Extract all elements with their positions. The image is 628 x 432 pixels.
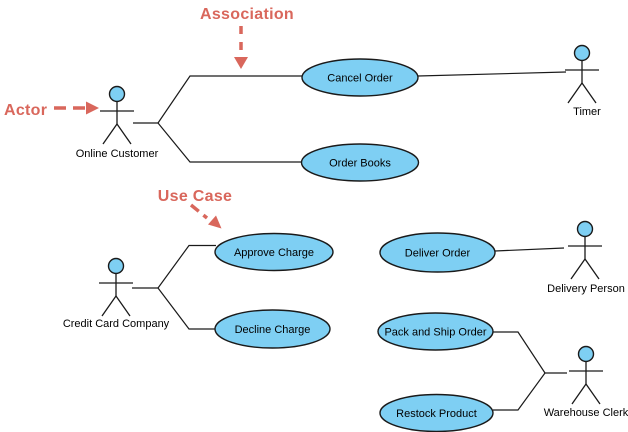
annotation-actor-label: Actor <box>4 102 47 119</box>
use-case-label: Restock Product <box>396 408 477 420</box>
association-cancel-order-timer <box>417 71 567 77</box>
annotation-association: Association <box>200 6 294 69</box>
use-case-restock-product: Restock Product <box>379 393 494 432</box>
annotation-actor: Actor <box>4 101 99 119</box>
association-credit-card-company-approve-charge <box>157 244 216 289</box>
association-lines <box>132 71 567 411</box>
actor-head <box>576 220 594 238</box>
association-credit-card-company-decline-charge <box>157 287 216 330</box>
use-case-ellipse <box>300 143 420 182</box>
actor-label: Warehouse Clerk <box>544 407 628 419</box>
actor-legs <box>102 122 132 145</box>
use-case-cancel-order: Cancel Order <box>301 58 419 97</box>
association-online-customer-order-books <box>157 122 302 163</box>
use-case-label: Approve Charge <box>234 247 314 259</box>
actor-timer: Timer <box>565 44 601 118</box>
association-online-customer-cancel-order <box>157 75 302 124</box>
use-case-label: Order Books <box>329 158 391 170</box>
actor-legs <box>101 294 131 317</box>
annotation-actor-arrowhead <box>86 101 99 115</box>
use-case-approve-charge: Approve Charge <box>214 232 334 272</box>
actor-label: Online Customer <box>76 148 159 160</box>
annotation-association-label: Association <box>200 6 294 23</box>
use-case-label: Pack and Ship Order <box>384 327 486 339</box>
actor-credit-card-company: Credit Card Company <box>63 257 170 330</box>
actor-head <box>573 44 591 62</box>
association-pack-and-ship-order-warehouse-clerk <box>493 331 567 374</box>
use-case-order-books: Order Books <box>300 143 420 182</box>
use-case-ellipse <box>214 232 334 272</box>
actor-legs <box>571 382 601 405</box>
actor-head <box>108 85 126 103</box>
use-case-deliver-order: Deliver Order <box>379 232 496 273</box>
use-case-ellipse <box>377 312 494 351</box>
actor-label: Delivery Person <box>547 283 625 295</box>
actor-online-customer: Online Customer <box>76 85 159 160</box>
use-case-label: Cancel Order <box>327 73 393 85</box>
annotation-use-case-label: Use Case <box>158 188 232 205</box>
actor-label: Credit Card Company <box>63 318 170 330</box>
actor-label: Timer <box>573 106 601 118</box>
association-deliver-order-delivery-person <box>494 247 565 252</box>
actor-delivery-person: Delivery Person <box>547 220 625 295</box>
annotation-use-case-arrowhead <box>208 215 222 229</box>
annotation-association-arrowhead <box>234 57 248 69</box>
actor-warehouse-clerk: Warehouse Clerk <box>544 345 628 419</box>
annotation-use-case-arrow-shaft <box>189 203 209 220</box>
use-case-pack-and-ship-order: Pack and Ship Order <box>377 312 494 351</box>
use-case-decline-charge: Decline Charge <box>214 309 331 349</box>
use-case-ellipse <box>379 232 496 273</box>
use-case-ellipse <box>214 309 331 349</box>
use-case-label: Decline Charge <box>235 324 311 336</box>
use-case-label: Deliver Order <box>405 248 471 260</box>
actor-head <box>107 257 125 275</box>
annotation-use-case: Use Case <box>158 188 232 229</box>
actor-legs <box>567 81 597 104</box>
association-restock-product-warehouse-clerk <box>493 372 546 411</box>
actor-legs <box>570 257 600 280</box>
use-case-ellipse <box>301 58 419 97</box>
actor-head <box>577 345 595 363</box>
